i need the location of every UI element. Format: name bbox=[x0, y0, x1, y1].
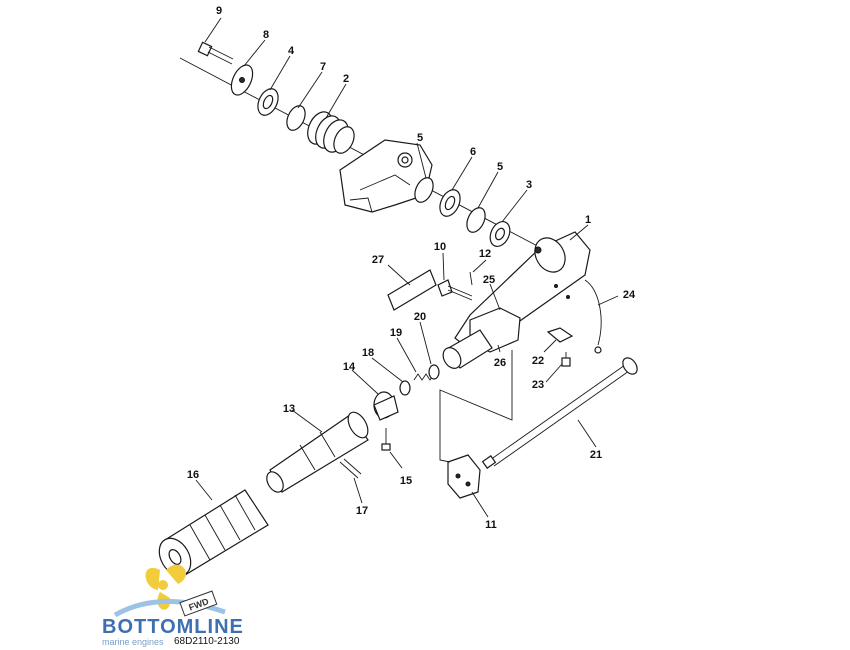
callout-5-b: 5 bbox=[497, 161, 503, 173]
callout-21: 21 bbox=[590, 449, 602, 461]
part-7-oring bbox=[286, 105, 306, 131]
part-8-plate bbox=[230, 64, 254, 96]
wave-icon bbox=[113, 599, 226, 618]
callout-27: 27 bbox=[372, 254, 384, 266]
callout-10: 10 bbox=[434, 241, 446, 253]
part-3-bushing bbox=[489, 221, 511, 247]
callout-11: 11 bbox=[485, 519, 497, 531]
part-13-throttle-tube bbox=[266, 411, 369, 493]
callout-19: 19 bbox=[390, 327, 402, 339]
callout-26: 26 bbox=[494, 357, 506, 369]
bottomline-logo: FWD BOTTOMLINE marine engines bbox=[102, 564, 244, 647]
part-5-oring-b bbox=[466, 207, 486, 233]
callout-2: 2 bbox=[343, 73, 349, 85]
handle-shaft-end bbox=[442, 329, 493, 369]
part-9-bolt bbox=[197, 41, 234, 65]
callout-14: 14 bbox=[343, 361, 356, 373]
callout-18: 18 bbox=[362, 347, 374, 359]
callout-6: 6 bbox=[470, 146, 476, 158]
part-21-rod bbox=[481, 357, 638, 469]
callout-1: 1 bbox=[585, 214, 591, 226]
callout-12: 12 bbox=[479, 248, 491, 260]
part-2-sleeve bbox=[307, 111, 355, 154]
callout-13: 13 bbox=[283, 403, 295, 415]
part-4-bushing bbox=[257, 88, 279, 116]
logo-brand: BOTTOMLINE bbox=[102, 616, 244, 638]
part-18-washer bbox=[399, 380, 411, 396]
catalog-code: 68D2110-2130 bbox=[174, 636, 240, 647]
part-15-screw bbox=[381, 428, 391, 451]
part-27-label bbox=[387, 269, 437, 311]
part-23-screw bbox=[561, 352, 571, 367]
callout-24: 24 bbox=[623, 289, 636, 301]
callout-15: 15 bbox=[400, 475, 412, 487]
routing-line bbox=[439, 350, 513, 463]
logo-tagline: marine engines bbox=[102, 637, 164, 647]
callout-9: 9 bbox=[216, 5, 222, 17]
callout-3: 3 bbox=[526, 179, 532, 191]
part-6-bushing bbox=[439, 189, 461, 217]
callout-17: 17 bbox=[356, 505, 368, 517]
callout-22: 22 bbox=[532, 355, 544, 367]
part-24-cable-end bbox=[594, 346, 602, 354]
callout-25: 25 bbox=[483, 274, 495, 286]
part-22-plate bbox=[546, 327, 574, 343]
part-16-grip bbox=[158, 489, 269, 577]
part-24-cable bbox=[584, 279, 602, 346]
callout-23: 23 bbox=[532, 379, 544, 391]
leader-lines bbox=[195, 17, 619, 518]
part-11-clamp bbox=[447, 454, 481, 499]
propeller-icon bbox=[145, 564, 187, 610]
part-14-collar bbox=[373, 391, 399, 421]
part-20-nut bbox=[428, 364, 440, 380]
part-12-pin bbox=[469, 271, 473, 286]
callout-7: 7 bbox=[320, 61, 326, 73]
part-5-oring-a bbox=[414, 177, 434, 203]
callout-16: 16 bbox=[187, 469, 199, 481]
callout-20: 20 bbox=[414, 311, 426, 323]
part-10-wing-screw bbox=[437, 279, 473, 301]
part-17-screw bbox=[339, 458, 362, 479]
callout-5-a: 5 bbox=[417, 132, 423, 144]
part-19-spring bbox=[413, 373, 435, 381]
callout-4: 4 bbox=[288, 45, 295, 57]
fwd-badge: FWD bbox=[179, 590, 218, 617]
callout-8: 8 bbox=[263, 29, 269, 41]
